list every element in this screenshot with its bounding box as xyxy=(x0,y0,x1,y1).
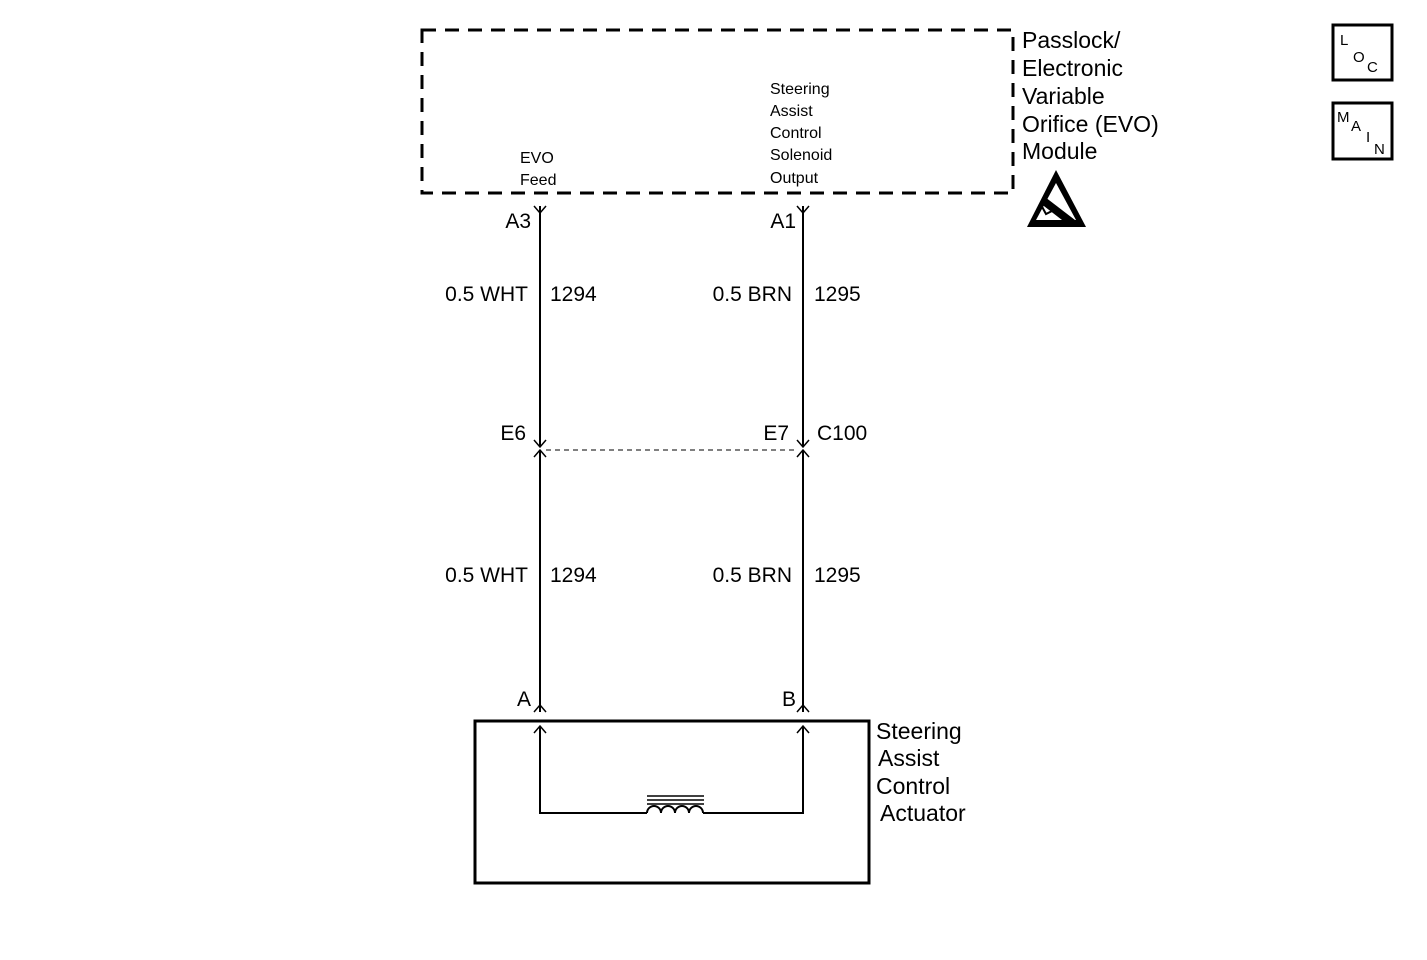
evo-feed-line-2: Feed xyxy=(520,172,556,189)
main-icon[interactable]: M A I N xyxy=(1331,101,1394,161)
module-title-line-4: Orifice (EVO) xyxy=(1022,111,1159,137)
solenoid-output-line-4: Solenoid xyxy=(770,147,832,164)
module-pin-a1: A1 xyxy=(770,210,796,233)
solenoid-coil-circuit xyxy=(533,724,810,814)
main-letter-a: A xyxy=(1351,118,1361,135)
loc-icon[interactable]: L O C xyxy=(1331,23,1394,82)
evo-feed-line-1: EVO xyxy=(520,150,554,167)
module-title: Passlock/ Electronic Variable Orifice (E… xyxy=(1022,27,1159,164)
evo-module-box xyxy=(420,28,1015,195)
loc-letter-l: L xyxy=(1340,32,1348,49)
wire-1295 xyxy=(796,205,810,713)
module-pin-a3: A3 xyxy=(505,210,531,233)
connector-name: C100 xyxy=(817,422,867,445)
actuator-title-line-1: Steering xyxy=(876,718,962,744)
main-letter-n: N xyxy=(1374,141,1385,158)
actuator-title-line-2: Assist xyxy=(878,745,940,771)
main-letter-i: I xyxy=(1366,129,1370,146)
solenoid-output-line-2: Assist xyxy=(770,103,813,120)
wire-right-lower-color: 0.5 BRN xyxy=(713,564,792,587)
evo-feed-label: EVO Feed xyxy=(520,150,556,189)
connector-terminal-e7: E7 xyxy=(763,422,789,445)
module-title-line-3: Variable xyxy=(1022,83,1105,109)
main-letter-m: M xyxy=(1337,109,1350,126)
wire-right-upper-circuit: 1295 xyxy=(814,283,861,306)
solenoid-output-line-5: Output xyxy=(770,170,819,187)
module-title-line-5: Module xyxy=(1022,138,1097,164)
module-title-line-1: Passlock/ xyxy=(1022,27,1121,53)
wire-right-upper-color: 0.5 BRN xyxy=(713,283,792,306)
wire-right-lower-circuit: 1295 xyxy=(814,564,861,587)
coil-icon xyxy=(646,795,704,814)
wire-left-lower-circuit: 1294 xyxy=(550,564,597,587)
solenoid-output-line-3: Control xyxy=(770,125,822,142)
loc-letter-c: C xyxy=(1367,59,1378,76)
actuator-pin-b: B xyxy=(782,688,796,711)
actuator-title-line-3: Control xyxy=(876,773,950,799)
actuator-box xyxy=(473,719,871,885)
loc-letter-o: O xyxy=(1353,49,1365,66)
solenoid-output-line-1: Steering xyxy=(770,81,830,98)
connector-terminal-e6: E6 xyxy=(500,422,526,445)
actuator-title-line-4: Actuator xyxy=(880,800,966,826)
wire-left-upper-circuit: 1294 xyxy=(550,283,597,306)
actuator-title: Steering Assist Control Actuator xyxy=(876,718,966,826)
esd-sensitive-icon xyxy=(1027,170,1086,227)
solenoid-output-label: Steering Assist Control Solenoid Output xyxy=(770,81,832,187)
actuator-pin-a: A xyxy=(517,688,531,711)
wire-left-lower-color: 0.5 WHT xyxy=(445,564,528,587)
wire-1294 xyxy=(533,205,547,713)
wire-left-upper-color: 0.5 WHT xyxy=(445,283,528,306)
module-title-line-2: Electronic xyxy=(1022,55,1123,81)
